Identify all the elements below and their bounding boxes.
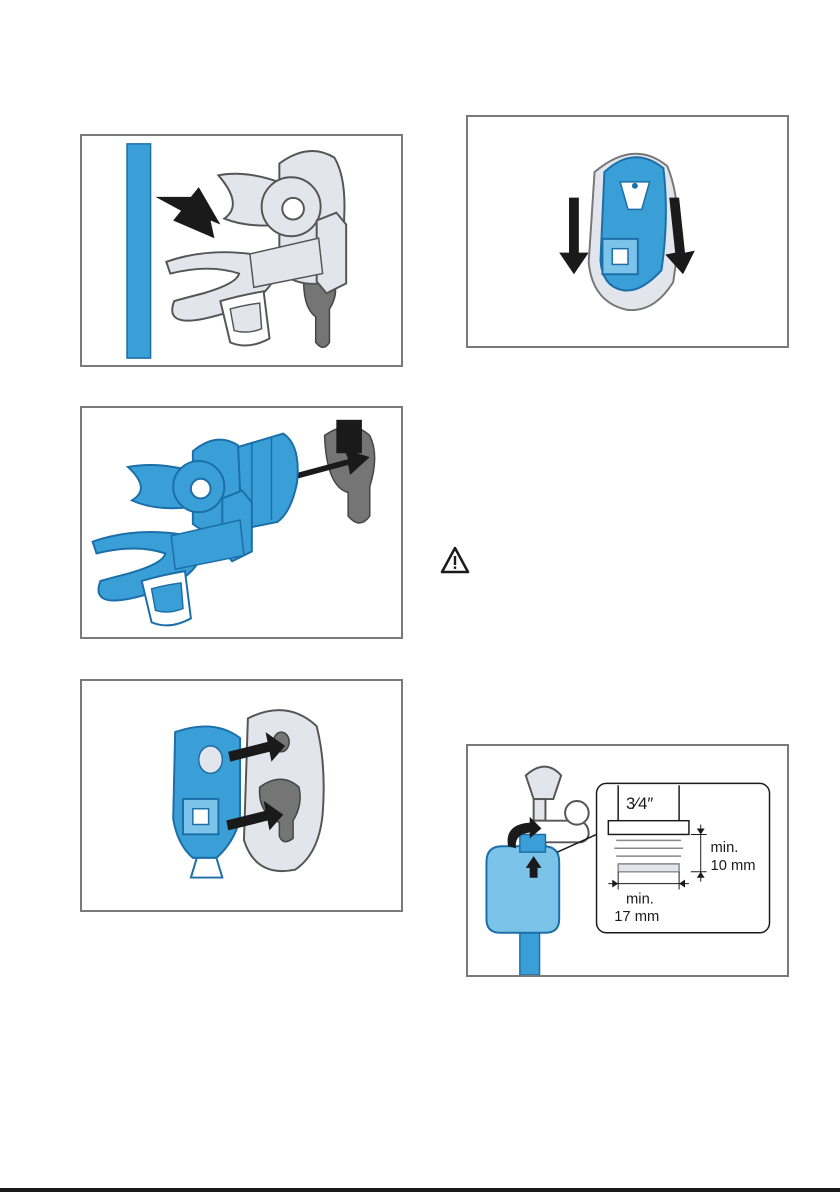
thread-size-label: 3⁄4″ xyxy=(626,794,653,813)
holder-knob-hole xyxy=(191,479,211,499)
width-dim-line1: min. xyxy=(626,891,654,907)
figure-plate-mounting xyxy=(80,679,403,912)
figure-holder-removal xyxy=(80,134,403,367)
holder-knob-hole xyxy=(282,198,304,220)
page-bottom-rule xyxy=(0,1188,840,1192)
holder-removal-illustration xyxy=(82,136,401,365)
tap-handle xyxy=(526,767,561,799)
figure-holder-insertion xyxy=(80,406,403,639)
blue-bar xyxy=(127,144,151,358)
arrow-down-left xyxy=(559,198,588,275)
width-dim-line2: 17 mm xyxy=(614,909,659,925)
hose-connection-illustration: 3⁄4″ min. 10 mm min. 17 mm xyxy=(468,746,787,975)
plate-mounting-illustration xyxy=(82,681,401,910)
hose-connector xyxy=(486,846,559,932)
figure-plate-slide-down xyxy=(466,115,789,348)
height-dim-line2: 10 mm xyxy=(711,858,756,874)
hose xyxy=(520,929,540,975)
warning-triangle-icon xyxy=(440,546,470,574)
figure-hose-connection: 3⁄4″ min. 10 mm min. 17 mm xyxy=(466,744,789,977)
slot-opening xyxy=(336,420,362,453)
arrow-up-left xyxy=(156,187,221,238)
plate-slide-illustration xyxy=(468,117,787,346)
holder-insertion-illustration xyxy=(82,408,401,637)
height-dim-line1: min. xyxy=(711,840,739,856)
